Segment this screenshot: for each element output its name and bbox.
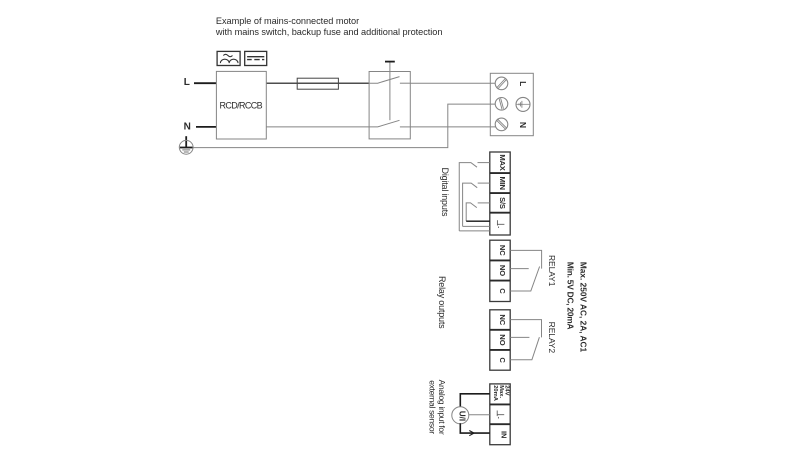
svg-text:RCD/RCCB: RCD/RCCB — [220, 100, 263, 110]
svg-text:external sensor: external sensor — [428, 380, 438, 434]
svg-text:Example of mains-connected mot: Example of mains-connected motor — [216, 16, 359, 26]
svg-text:L: L — [518, 81, 528, 86]
svg-text:RELAY2: RELAY2 — [547, 322, 557, 354]
svg-text:U/I: U/I — [458, 411, 467, 421]
svg-text:Digital inputs: Digital inputs — [440, 168, 450, 217]
svg-text:Min. 5V DC, 20mA: Min. 5V DC, 20mA — [566, 262, 576, 330]
svg-text:24V: 24V — [504, 385, 510, 395]
svg-text:NO: NO — [498, 265, 507, 276]
svg-text:with mains switch, backup fuse: with mains switch, backup fuse and addit… — [215, 27, 443, 37]
svg-text:Max. 250V AC, 2A, AC1: Max. 250V AC, 2A, AC1 — [579, 262, 589, 353]
svg-text:C: C — [498, 288, 507, 294]
svg-text:Analog input for: Analog input for — [437, 380, 447, 435]
svg-text:MIN: MIN — [498, 176, 507, 189]
svg-text:20mA: 20mA — [492, 385, 498, 402]
svg-text:RELAY1: RELAY1 — [547, 255, 557, 287]
svg-text:L: L — [184, 77, 190, 88]
svg-text:Max.: Max. — [498, 385, 504, 398]
svg-text:C: C — [498, 357, 507, 363]
svg-text:IN: IN — [499, 431, 508, 439]
svg-text:MAX: MAX — [498, 154, 507, 170]
svg-text:NO: NO — [498, 334, 507, 345]
svg-text:Relay outputs: Relay outputs — [437, 276, 447, 329]
svg-text:S/S: S/S — [498, 197, 507, 209]
svg-text:N: N — [184, 121, 191, 132]
svg-text:NC: NC — [498, 314, 507, 325]
svg-text:N: N — [518, 122, 528, 128]
svg-text:NC: NC — [498, 245, 507, 256]
